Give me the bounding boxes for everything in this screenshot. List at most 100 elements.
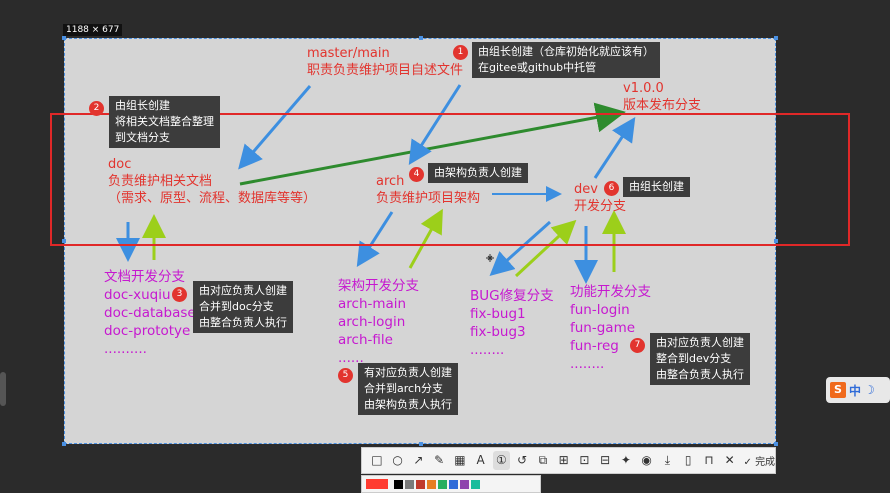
callout-line: 由组长创建 xyxy=(115,99,170,112)
callout-5: 有对应负责人创建 合并到arch分支 由架构负责人执行 xyxy=(358,363,458,415)
resize-handle[interactable] xyxy=(774,442,778,446)
group-arch-dev: 架构开发分支 arch-main arch-login arch-file ..… xyxy=(338,277,419,367)
ime-status-bar[interactable]: S 中 ☽ xyxy=(826,377,890,403)
record-icon[interactable]: ◉ xyxy=(641,453,652,467)
callout-line: 合并到arch分支 xyxy=(364,382,444,395)
callout-7: 由对应负责人创建 整合到dev分支 由整合负责人执行 xyxy=(650,333,750,385)
node-doc: doc 负责维护相关文档 （需求、原型、流程、数据库等等） xyxy=(108,156,316,207)
callout-line: 整合到dev分支 xyxy=(656,352,732,365)
color-swatch[interactable] xyxy=(438,479,447,489)
callout-line: 由架构负责人执行 xyxy=(364,398,452,411)
node-master-name: master/main xyxy=(307,46,390,61)
side-scrollbar[interactable] xyxy=(0,372,6,406)
branch-item: fun-reg xyxy=(570,338,619,354)
callout-badge: 7 xyxy=(630,338,645,353)
callout-4: 由架构负责人创建 xyxy=(428,163,528,183)
mosaic-icon[interactable]: ▦ xyxy=(454,453,466,467)
node-master-desc: 职责负责维护项目自述文件 xyxy=(307,63,464,78)
color-swatch[interactable] xyxy=(394,479,403,489)
group-title: 功能开发分支 xyxy=(570,284,651,300)
branch-item: doc-prototye xyxy=(104,323,191,339)
resize-handle[interactable] xyxy=(419,442,423,446)
color-palette-bar xyxy=(361,475,541,493)
branch-item: fun-game xyxy=(570,320,636,336)
ellipse-icon[interactable]: ○ xyxy=(392,453,403,467)
branch-item: arch-login xyxy=(338,314,406,330)
screenshot-icon[interactable]: ⊡ xyxy=(579,453,590,467)
moon-icon[interactable]: ☽ xyxy=(864,383,875,397)
group-bug-fix: BUG修复分支 fix-bug1 fix-bug3 ........ xyxy=(470,287,554,359)
cursor-crosshair-icon xyxy=(486,254,494,262)
branch-item: .......... xyxy=(104,341,147,357)
text-icon[interactable]: A xyxy=(476,453,485,467)
callout-badge: 6 xyxy=(604,181,619,196)
group-fun-dev: 功能开发分支 fun-login fun-game fun-reg ......… xyxy=(570,283,651,373)
main-branches-frame xyxy=(50,113,850,246)
callout-badge: 4 xyxy=(409,167,424,182)
group-title: 架构开发分支 xyxy=(338,278,419,294)
done-label: 完成 xyxy=(755,457,776,468)
undo-icon[interactable]: ↺ xyxy=(517,453,528,467)
node-doc-detail: （需求、原型、流程、数据库等等） xyxy=(108,191,317,206)
done-button[interactable]: ✓ 完成 xyxy=(743,457,776,468)
resize-handle[interactable] xyxy=(774,239,778,243)
selection-size-label: 1188 × 677 xyxy=(63,24,123,36)
download-icon[interactable]: ⤓ xyxy=(664,453,671,467)
resize-handle[interactable] xyxy=(419,36,423,40)
color-swatch[interactable] xyxy=(405,479,414,489)
color-swatch[interactable] xyxy=(460,479,469,489)
close-icon[interactable]: ✕ xyxy=(724,453,735,467)
color-swatch[interactable] xyxy=(427,479,436,489)
node-arch: arch 负责维护项目架构 xyxy=(376,173,480,207)
resize-handle[interactable] xyxy=(62,442,66,446)
master-to-doc-arrow xyxy=(238,85,312,170)
node-doc-desc: 负责维护相关文档 xyxy=(108,174,213,189)
branch-item: ........ xyxy=(470,342,505,358)
callout-1: 由组长创建（仓库初始化就应该有） 在gitee或github中托管 xyxy=(472,42,660,78)
color-swatch[interactable] xyxy=(449,479,458,489)
resize-handle[interactable] xyxy=(774,36,778,40)
crop-icon[interactable]: ⧉ xyxy=(538,453,548,467)
resize-handle[interactable] xyxy=(62,239,66,243)
node-release-name: v1.0.0 xyxy=(623,81,664,96)
node-doc-name: doc xyxy=(108,157,132,172)
node-release-desc: 版本发布分支 xyxy=(623,98,702,113)
arch-to-archdev-arrow xyxy=(356,211,394,268)
callout-badge: 3 xyxy=(172,287,187,302)
callout-line: 由对应负责人创建 xyxy=(199,284,287,297)
ime-mode-label[interactable]: 中 xyxy=(849,383,862,398)
current-color-swatch[interactable] xyxy=(366,479,388,489)
node-arch-desc: 负责维护项目架构 xyxy=(376,191,481,206)
callout-line: 由整合负责人执行 xyxy=(656,368,744,381)
color-swatch[interactable] xyxy=(471,479,480,489)
bug-to-dev-arrow xyxy=(514,219,577,278)
pin-icon[interactable]: ✦ xyxy=(620,453,631,467)
callout-line: 由整合负责人执行 xyxy=(199,316,287,329)
rect-icon[interactable]: □ xyxy=(371,453,383,467)
branch-item: doc-database xyxy=(104,305,196,321)
callout-line: 在gitee或github中托管 xyxy=(478,61,597,74)
save-icon[interactable]: ▯ xyxy=(684,453,692,467)
resize-handle[interactable] xyxy=(62,36,66,40)
ocr-icon[interactable]: ⊞ xyxy=(558,453,569,467)
branch-item: fun-login xyxy=(570,302,630,318)
sogou-icon: S xyxy=(830,382,846,398)
branch-item: fix-bug1 xyxy=(470,306,526,322)
branch-item: fix-bug3 xyxy=(470,324,526,340)
color-swatch[interactable] xyxy=(416,479,425,489)
node-master: master/main 职责负责维护项目自述文件 xyxy=(307,45,463,79)
branch-item: doc-xuqiu xyxy=(104,287,171,303)
translate-icon[interactable]: ⊟ xyxy=(600,453,611,467)
node-dev-name: dev xyxy=(574,182,598,197)
number-icon[interactable]: ① xyxy=(492,451,511,470)
callout-line: 将相关文档整合整理 xyxy=(115,115,214,128)
branch-item: ........ xyxy=(570,356,605,372)
callout-badge: 1 xyxy=(453,45,468,60)
callout-badge: 2 xyxy=(89,101,104,116)
arrow-icon[interactable]: ↗ xyxy=(413,453,424,467)
callout-2: 由组长创建 将相关文档整合整理 到文档分支 xyxy=(109,96,220,148)
pen-icon[interactable]: ✎ xyxy=(434,453,445,467)
callout-badge: 5 xyxy=(338,368,353,383)
archdev-to-arch-arrow xyxy=(408,208,443,269)
bookmark-icon[interactable]: ⊓ xyxy=(704,453,714,467)
